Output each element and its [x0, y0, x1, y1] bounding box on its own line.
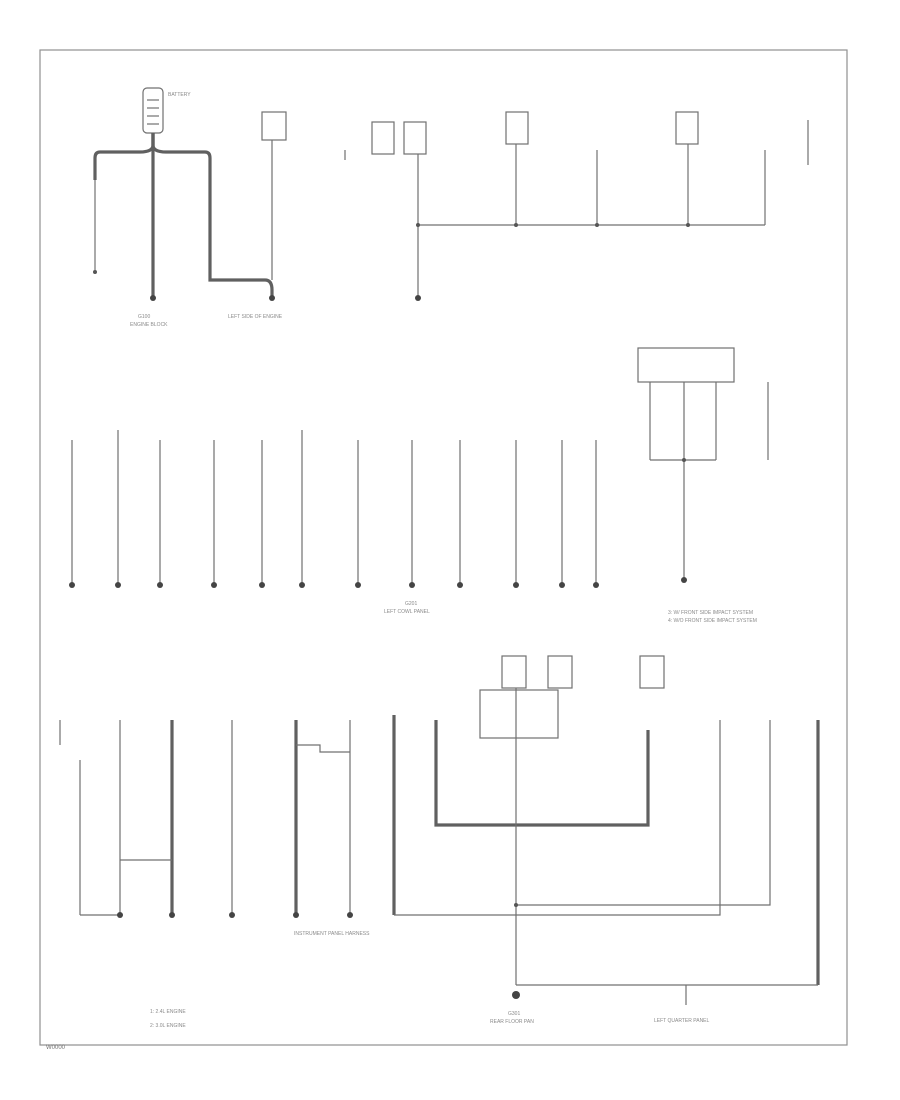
legend-item4: 4: W/O FRONT SIDE IMPACT SYSTEM	[668, 618, 757, 624]
legend-item3: 3: W/ FRONT SIDE IMPACT SYSTEM	[668, 610, 753, 616]
module-b2	[547, 655, 573, 689]
module-u1	[371, 121, 395, 155]
upper-module-group	[344, 111, 809, 301]
battery-label: BATTERY	[168, 92, 191, 98]
ground-engine-left	[269, 295, 275, 301]
ecm-module	[261, 111, 287, 141]
floor-pan-label: REAR FLOOR PAN	[490, 1019, 534, 1025]
module-b1	[501, 655, 527, 689]
diagram-frame	[39, 49, 848, 1046]
ground-g302	[681, 577, 687, 583]
g301-label: G301	[508, 1011, 520, 1017]
module-u3	[505, 111, 529, 145]
left-side-engine-label: LEFT SIDE OF ENGINE	[228, 314, 283, 320]
g201-label: G201	[405, 601, 417, 607]
g100-label: G100	[138, 314, 150, 320]
legend-item1: 1: 2.4L ENGINE	[150, 1009, 186, 1015]
ground-g301	[512, 991, 520, 999]
engine-block-label: ENGINE BLOCK	[130, 322, 168, 328]
module-b3	[639, 655, 665, 689]
diagram-code: W0000	[46, 1045, 66, 1051]
left-quarter-label: LEFT QUARTER PANEL	[654, 1018, 710, 1024]
body-section: G301 REAR FLOOR PAN INSTRUMENT PANEL HAR…	[59, 655, 820, 1029]
module-u2	[403, 121, 427, 155]
battery-section: BATTERY G100 ENGINE BLOCK LEFT SIDE OF E…	[93, 87, 287, 328]
module-u4	[675, 111, 699, 145]
ground-g100	[150, 295, 156, 301]
ground-g201	[409, 582, 415, 588]
module-cowl-right	[637, 347, 735, 383]
battery-symbol	[142, 87, 164, 134]
legend-item2: 2: 3.0L ENGINE	[150, 1023, 186, 1029]
cowl-section: G201 LEFT COWL PANEL 3: W/ FRONT SIDE IM…	[69, 347, 769, 624]
bracket-b1	[479, 689, 559, 739]
ground-upper-bus	[415, 295, 421, 301]
left-cowl-label: LEFT COWL PANEL	[384, 609, 430, 615]
ip-harness-label: INSTRUMENT PANEL HARNESS	[294, 931, 370, 937]
